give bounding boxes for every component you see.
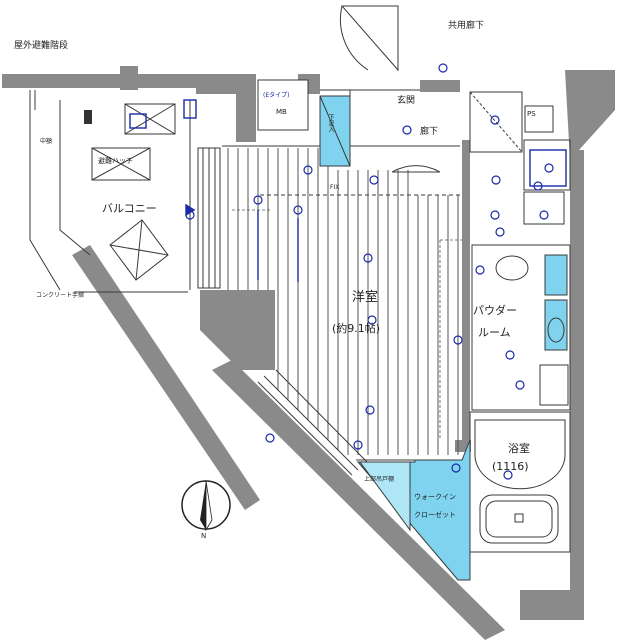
mb-label: MB [276,108,287,116]
dashed-lines [232,209,462,440]
ps-label: PS [527,110,536,118]
blue-fixtures [129,99,567,282]
closet-label-1: ウォークイン [414,493,456,501]
concrete-railing-label: コンクリート手摺 [36,292,85,299]
floor-boards [227,148,459,455]
bath-label: 浴室 [508,442,530,455]
shoe-box-cross [319,95,351,167]
common-corridor-label: 共用廊下 [448,21,485,31]
fix-label: FIX [330,184,340,191]
hallway-label: 廊下 [420,127,439,137]
mb-box [257,79,309,131]
entrance-label: 玄関 [397,96,416,106]
room-size-label: (約9.1帖) [332,322,381,335]
upper-storage-label: 上部吊戸棚 [364,476,395,483]
room-outline [222,145,460,476]
balcony-label: バルコニー [102,202,157,215]
balcony-area [29,90,191,293]
evac-hatch-label: 避難ハッチ [98,157,133,165]
upper-storage [359,461,411,532]
bathroom [469,411,571,553]
mb-type-label: (Eタイプ) [263,92,290,99]
drain-block [84,110,92,124]
structural-walls [2,66,615,640]
north-arrow-icon [181,480,231,532]
partition-label: 中額 [40,138,53,145]
powder-room-label-1: パウダー [473,304,517,317]
bath-size-label: (1116) [492,460,529,473]
western-room-label: 洋室 [352,290,379,305]
entrance-area [320,5,571,225]
shoe-box-label: 下足入 [327,114,334,132]
powder-room [471,244,571,411]
powder-room-label-2: ルーム [478,326,511,339]
outdoor-stairs-label: 屋外避難階段 [14,41,69,51]
balcony-window [197,147,221,289]
closet-label-2: クローゼット [414,511,456,519]
north-label: N [201,532,207,540]
